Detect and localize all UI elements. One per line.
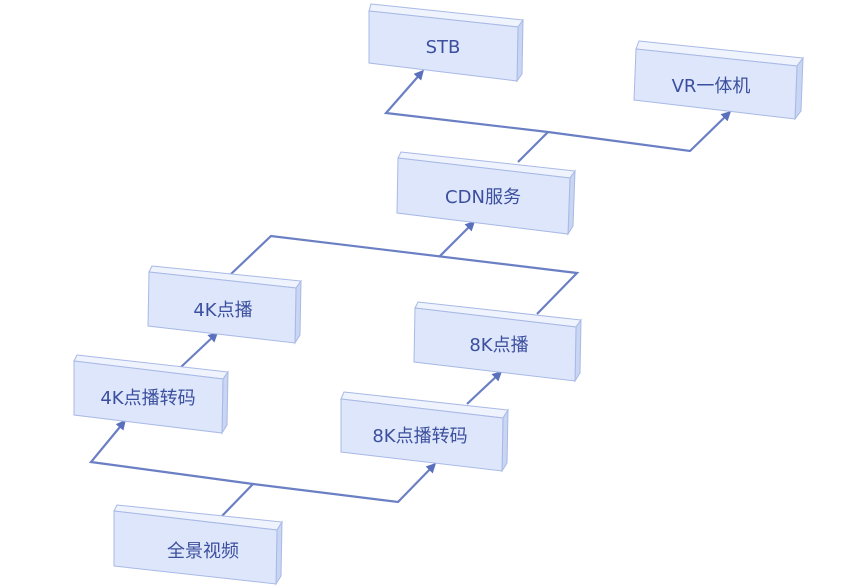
node-4k-transcode-label: 4K点播转码 (100, 388, 195, 409)
node-vr-label: VR一体机 (672, 76, 751, 97)
node-8k-vod-label: 8K点播 (469, 335, 528, 356)
connectors (88, 69, 732, 517)
node-8k-transcode-label: 8K点播转码 (372, 426, 467, 447)
node-stb: STB (368, 3, 524, 83)
node-vr: VR一体机 (633, 40, 804, 121)
node-4k-vod: 4K点播 (147, 265, 302, 345)
connector-panorama-to-8k-transcode (252, 462, 437, 504)
connector-vod-merge (230, 234, 580, 315)
node-4k-vod-label: 4K点播 (193, 300, 252, 321)
node-8k-transcode: 8K点播转码 (340, 391, 509, 473)
connector-vod-to-cdn (438, 220, 476, 258)
node-4k-transcode: 4K点播转码 (73, 354, 229, 435)
node-panorama: 全景视频 (113, 504, 283, 586)
node-stb-label: STB (426, 37, 461, 58)
node-8k-vod: 8K点播 (413, 301, 582, 383)
node-cdn: CDN服务 (396, 151, 576, 236)
connector-panorama-fork (88, 419, 256, 517)
node-cdn-label: CDN服务 (445, 187, 521, 208)
connector-4k-transcode-to-4k-vod (180, 331, 219, 368)
connector-8k-transcode-to-8k-vod (466, 370, 503, 405)
connector-cdn-to-vr (547, 110, 732, 153)
node-panorama-label: 全景视频 (167, 541, 239, 562)
connector-cdn-up (517, 131, 549, 163)
connector-cdn-to-stb (383, 69, 549, 134)
